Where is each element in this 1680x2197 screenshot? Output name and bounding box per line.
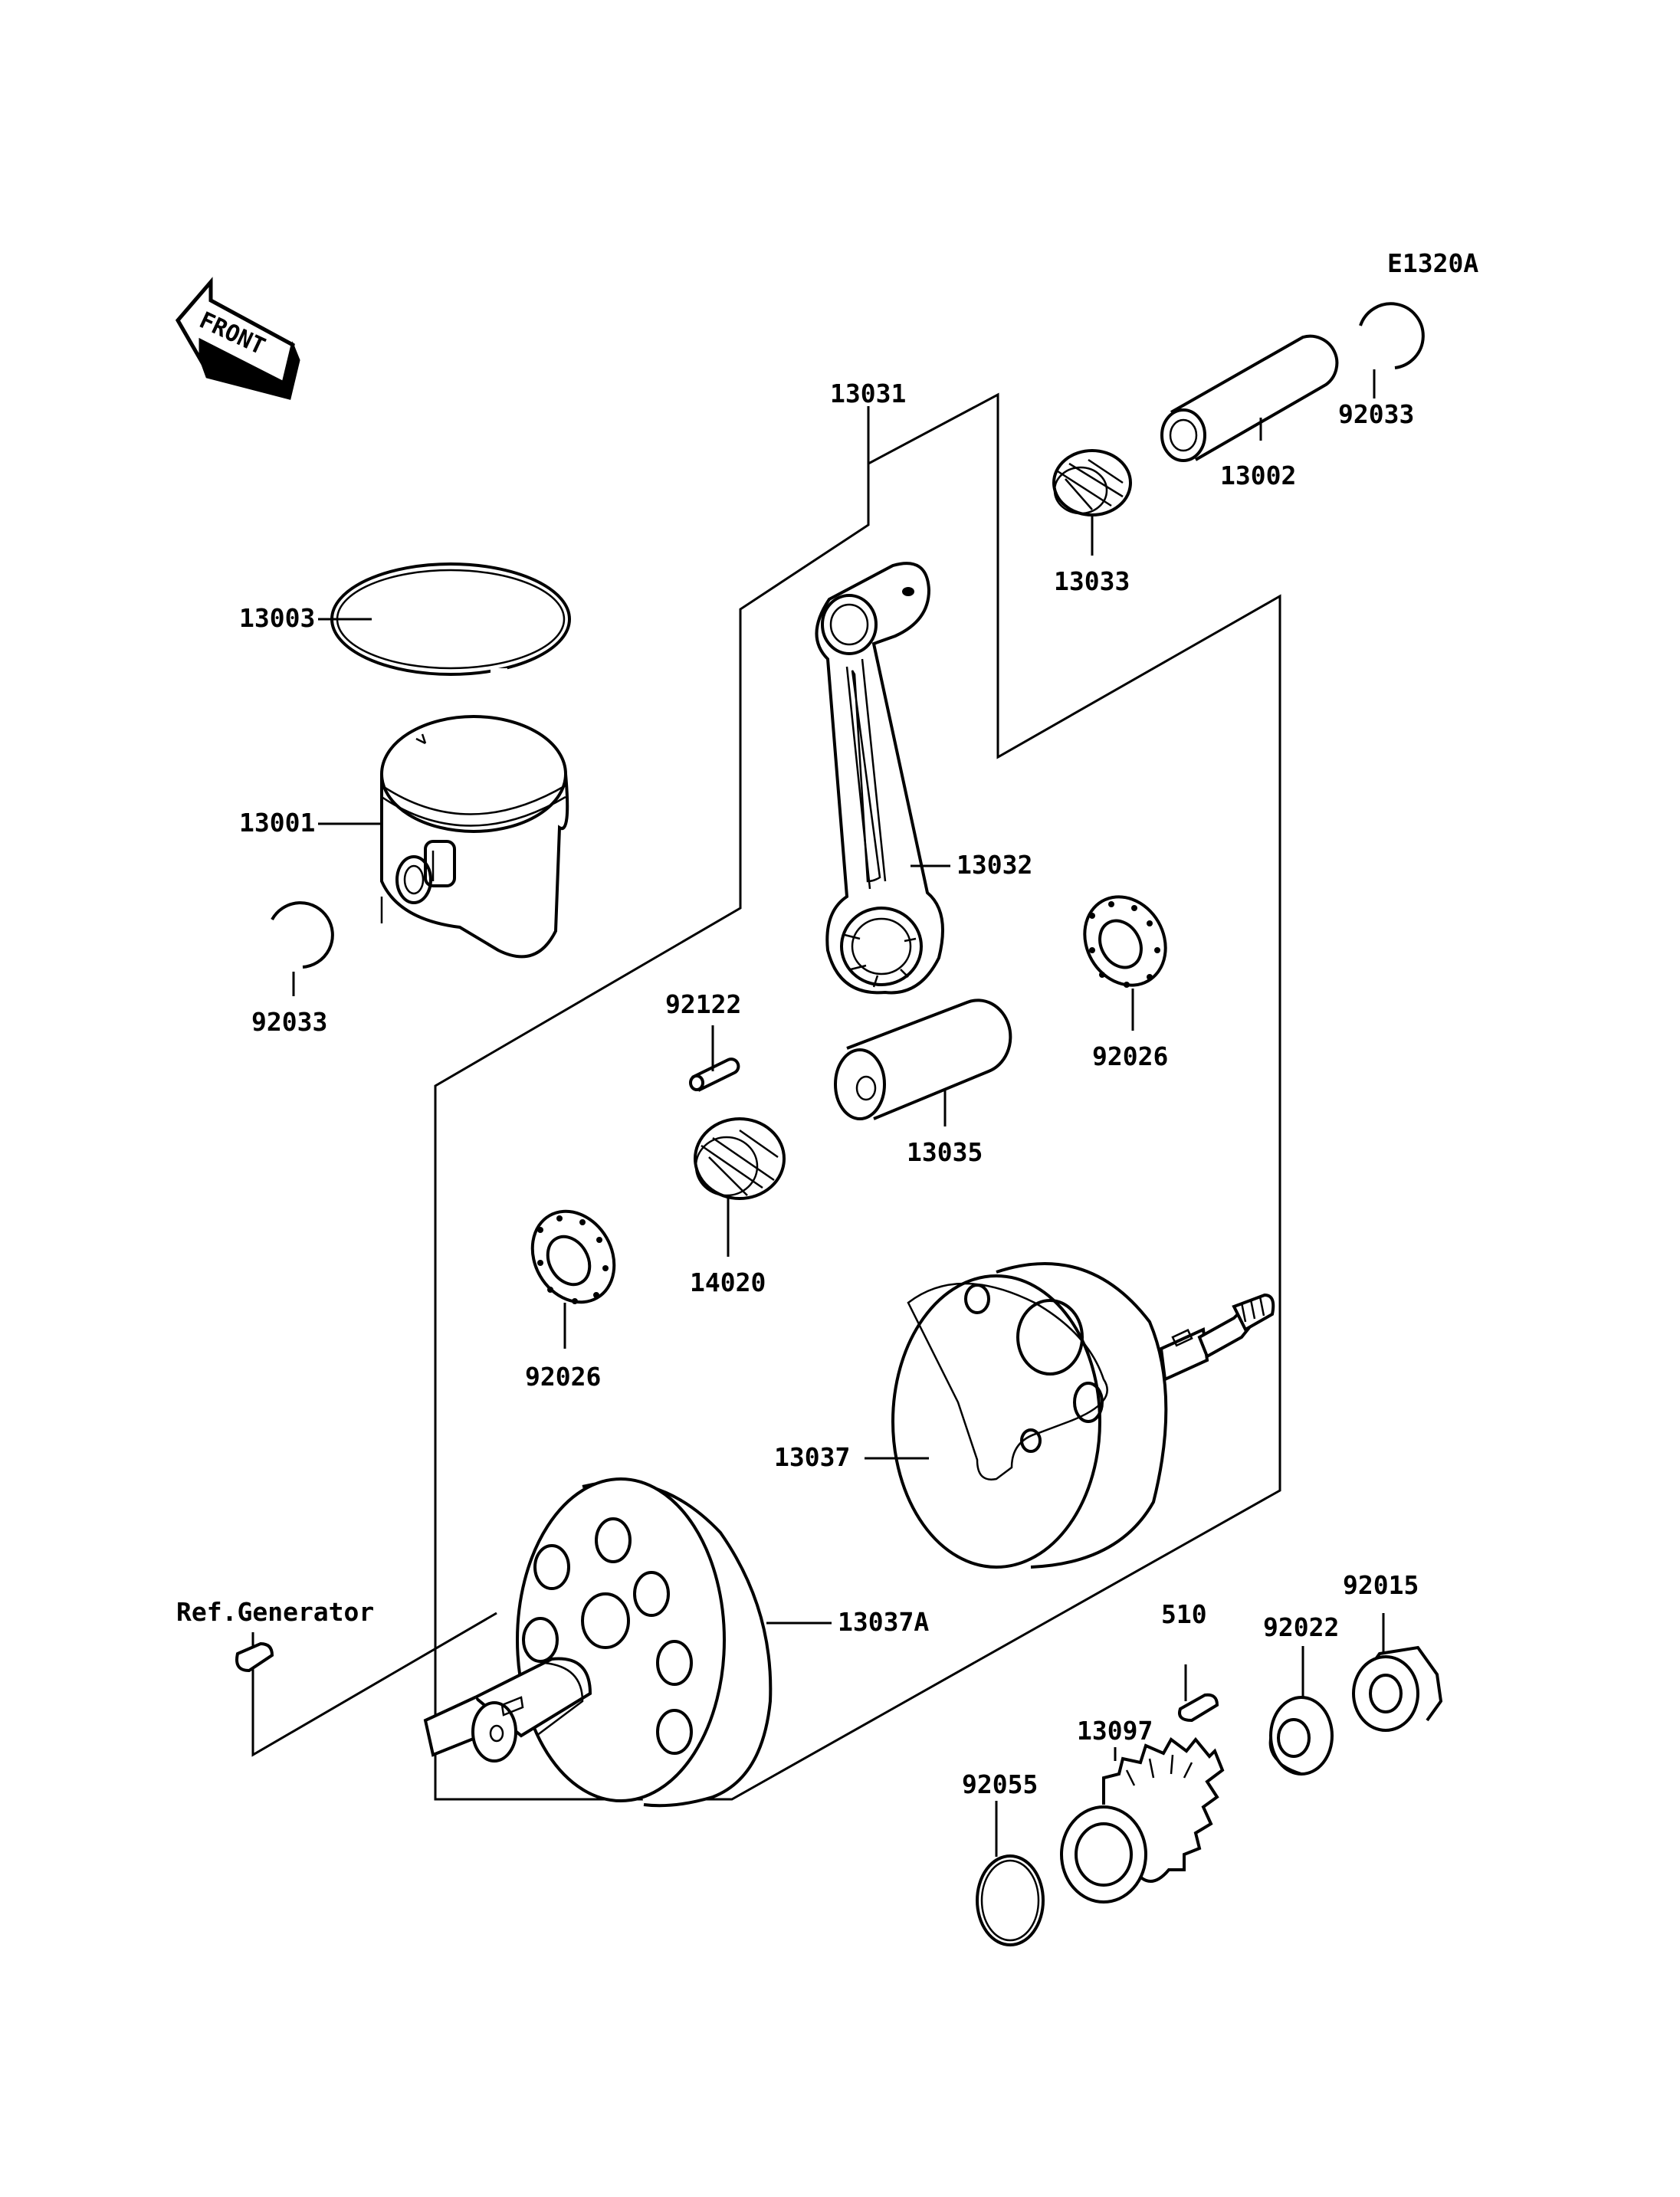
- callout-14020: 14020: [690, 1267, 766, 1297]
- callout-92026-left: 92026: [525, 1362, 601, 1392]
- callout-510: 510: [1161, 1599, 1207, 1629]
- callout-13037: 13037: [774, 1442, 850, 1472]
- callout-13001: 13001: [239, 808, 315, 838]
- circlip-top-part: [1359, 302, 1425, 369]
- callout-92015: 92015: [1343, 1570, 1419, 1600]
- callout-92033-top: 92033: [1338, 399, 1414, 429]
- crankshaft-right-half-part: [891, 1262, 1275, 1569]
- big-end-bearing-part: [694, 1117, 786, 1200]
- woodruff-key-ref-part: [235, 1641, 274, 1673]
- diagram-code: E1320A: [1387, 248, 1478, 278]
- woodruff-key-510-part: [1178, 1693, 1219, 1723]
- dowel-pin-part: [689, 1058, 740, 1092]
- leader-lines: [251, 369, 1385, 1857]
- primary-gear-part: [1060, 1736, 1225, 1904]
- circlip-left-part: [271, 901, 334, 969]
- callout-13097: 13097: [1077, 1716, 1153, 1746]
- callout-92055: 92055: [962, 1769, 1038, 1799]
- connecting-rod-part: [815, 562, 944, 995]
- front-direction-arrow: FRONT: [175, 277, 300, 400]
- callout-92122: 92122: [665, 989, 741, 1019]
- piston-ring-part: [330, 562, 571, 679]
- callout-92022: 92022: [1263, 1612, 1339, 1642]
- callout-92026-right: 92026: [1092, 1041, 1168, 1071]
- callout-13037A: 13037A: [838, 1607, 929, 1637]
- callout-13031: 13031: [830, 379, 906, 408]
- callout-13002: 13002: [1220, 461, 1296, 490]
- ref-generator-leader-outline: [251, 1612, 497, 1757]
- thrust-washer-left-part: [530, 1209, 616, 1304]
- ref-generator-label: Ref.Generator: [176, 1597, 374, 1627]
- crank-pin-part: [834, 998, 1012, 1120]
- thrust-washer-right-part: [1083, 895, 1167, 988]
- small-end-bearing-part: [1052, 449, 1132, 516]
- callout-13035: 13035: [907, 1137, 983, 1167]
- crankshaft-left-half-part: [423, 1477, 773, 1808]
- piston-part: [380, 715, 569, 959]
- nut-92015-part: [1352, 1645, 1443, 1732]
- callout-13003: 13003: [239, 603, 315, 633]
- o-ring-part: [976, 1854, 1045, 1946]
- callout-92033-left: 92033: [251, 1007, 327, 1037]
- piston-pin-part: [1160, 334, 1339, 462]
- callout-13033: 13033: [1054, 566, 1130, 596]
- callout-13032: 13032: [956, 850, 1032, 880]
- washer-92022-part: [1268, 1696, 1334, 1776]
- group-outline-13031: [434, 392, 1281, 1801]
